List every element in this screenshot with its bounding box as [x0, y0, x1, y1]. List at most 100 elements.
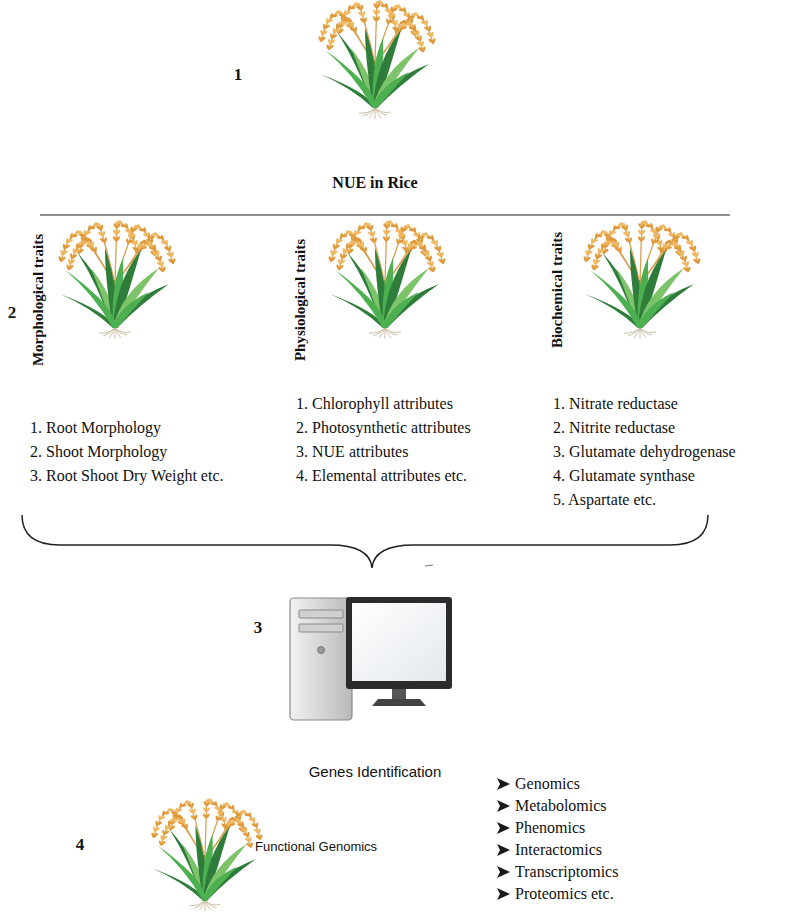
rice-grain	[324, 24, 330, 29]
rice-grain	[77, 244, 83, 248]
monitor-frame	[346, 597, 452, 689]
rice-grain	[205, 807, 210, 813]
rice-grain	[385, 3, 389, 9]
root-line	[359, 108, 375, 113]
root-line	[385, 328, 401, 333]
rice-grain	[139, 244, 146, 249]
rice-grain	[592, 239, 599, 244]
leaf-blade	[383, 284, 439, 328]
rice-grain	[640, 229, 646, 235]
rice-grain	[169, 808, 175, 812]
rice-grain	[194, 814, 198, 820]
rice-plant	[318, 0, 436, 119]
rice-grain	[599, 249, 606, 254]
rice-grain	[409, 244, 416, 249]
leaf-blade	[355, 286, 387, 328]
rice-grain	[650, 223, 654, 229]
rice-plant	[328, 219, 446, 339]
rice-grain	[337, 10, 344, 14]
rice-grain	[610, 231, 617, 236]
root-line	[205, 901, 220, 905]
rice-grain	[87, 237, 93, 243]
rice-grain	[602, 230, 609, 234]
rice-grain	[403, 7, 407, 13]
rice-grain	[685, 235, 689, 241]
rice-grain	[687, 266, 692, 273]
rice-grain	[219, 810, 225, 815]
arrow-bullet	[497, 778, 510, 790]
rice-grain	[682, 250, 685, 256]
rice-grain	[440, 251, 444, 257]
rice-grain	[160, 261, 164, 268]
rice-grain	[94, 247, 97, 253]
rice-grain	[428, 25, 432, 31]
list-item: Metabolomics	[515, 796, 607, 815]
rice-grain	[85, 231, 92, 236]
rice-grain	[347, 230, 354, 234]
rice-grain	[341, 254, 347, 259]
list-item: 4. Elemental attributes etc.	[296, 466, 467, 485]
rice-grain	[172, 258, 177, 265]
rice-grain	[329, 39, 335, 45]
rice-grain	[320, 36, 326, 42]
monitor-base	[372, 699, 426, 706]
rice-grain	[246, 832, 250, 838]
rice-grain	[169, 821, 175, 825]
rice-grain	[430, 235, 434, 241]
rice-grain	[157, 250, 160, 256]
rice-grain	[385, 236, 391, 242]
list-item: 1. Nitrate reductase	[553, 394, 678, 413]
rice-grain	[659, 240, 663, 246]
rice-grain	[355, 231, 362, 236]
rice-grain	[334, 244, 340, 249]
rice-grain	[163, 812, 169, 815]
column-heading: Biochemical traits	[548, 232, 566, 348]
leaf-blade	[113, 292, 149, 328]
rice-grain	[217, 816, 223, 821]
leaf-blade	[373, 72, 409, 108]
leaf-blade	[383, 268, 429, 328]
rice-grain	[173, 818, 179, 821]
arrow-bullets	[497, 778, 510, 900]
rice-grain	[127, 239, 133, 245]
stage-caption: Genes Identification	[309, 763, 442, 781]
rice-grain	[74, 249, 81, 254]
rice-grain	[249, 842, 253, 848]
rice-grain	[185, 823, 188, 829]
rice-grain	[628, 237, 632, 244]
arrow-bullet	[497, 844, 510, 856]
rice-grain	[397, 239, 403, 245]
rice-grain	[430, 261, 434, 268]
rice-grain	[192, 808, 196, 814]
rice-grain	[163, 830, 169, 835]
rice-grain	[148, 241, 153, 248]
rice-grain	[420, 41, 424, 48]
leaf-blade	[638, 268, 684, 328]
rice-grain	[186, 800, 192, 804]
rice-grain	[347, 17, 353, 23]
drive-slot	[299, 624, 343, 632]
rice-grain	[375, 9, 381, 15]
rice-grain	[394, 20, 398, 26]
list-item: Proteomics etc.	[515, 884, 614, 903]
rice-grain	[143, 227, 147, 233]
rice-grain	[331, 14, 337, 17]
figure-number: 3	[254, 618, 263, 638]
rice-grain	[619, 247, 622, 253]
rice-grain	[103, 237, 107, 244]
rice-grain	[668, 227, 672, 233]
figure-number: 4	[76, 835, 85, 855]
leaf-blade	[203, 859, 256, 901]
rice-grain	[115, 229, 121, 235]
list-item: 3. Root Shoot Dry Weight etc.	[30, 466, 224, 485]
rice-grain	[363, 17, 367, 24]
list-item: 4. Glutamate synthase	[553, 466, 695, 485]
rice-grain	[330, 256, 336, 262]
rice-grain	[387, 19, 393, 25]
rice-grain	[652, 239, 658, 245]
rice-grain	[95, 222, 102, 226]
rice-grain	[423, 245, 426, 251]
rice-grain	[248, 812, 252, 818]
rice-grain	[168, 245, 172, 251]
